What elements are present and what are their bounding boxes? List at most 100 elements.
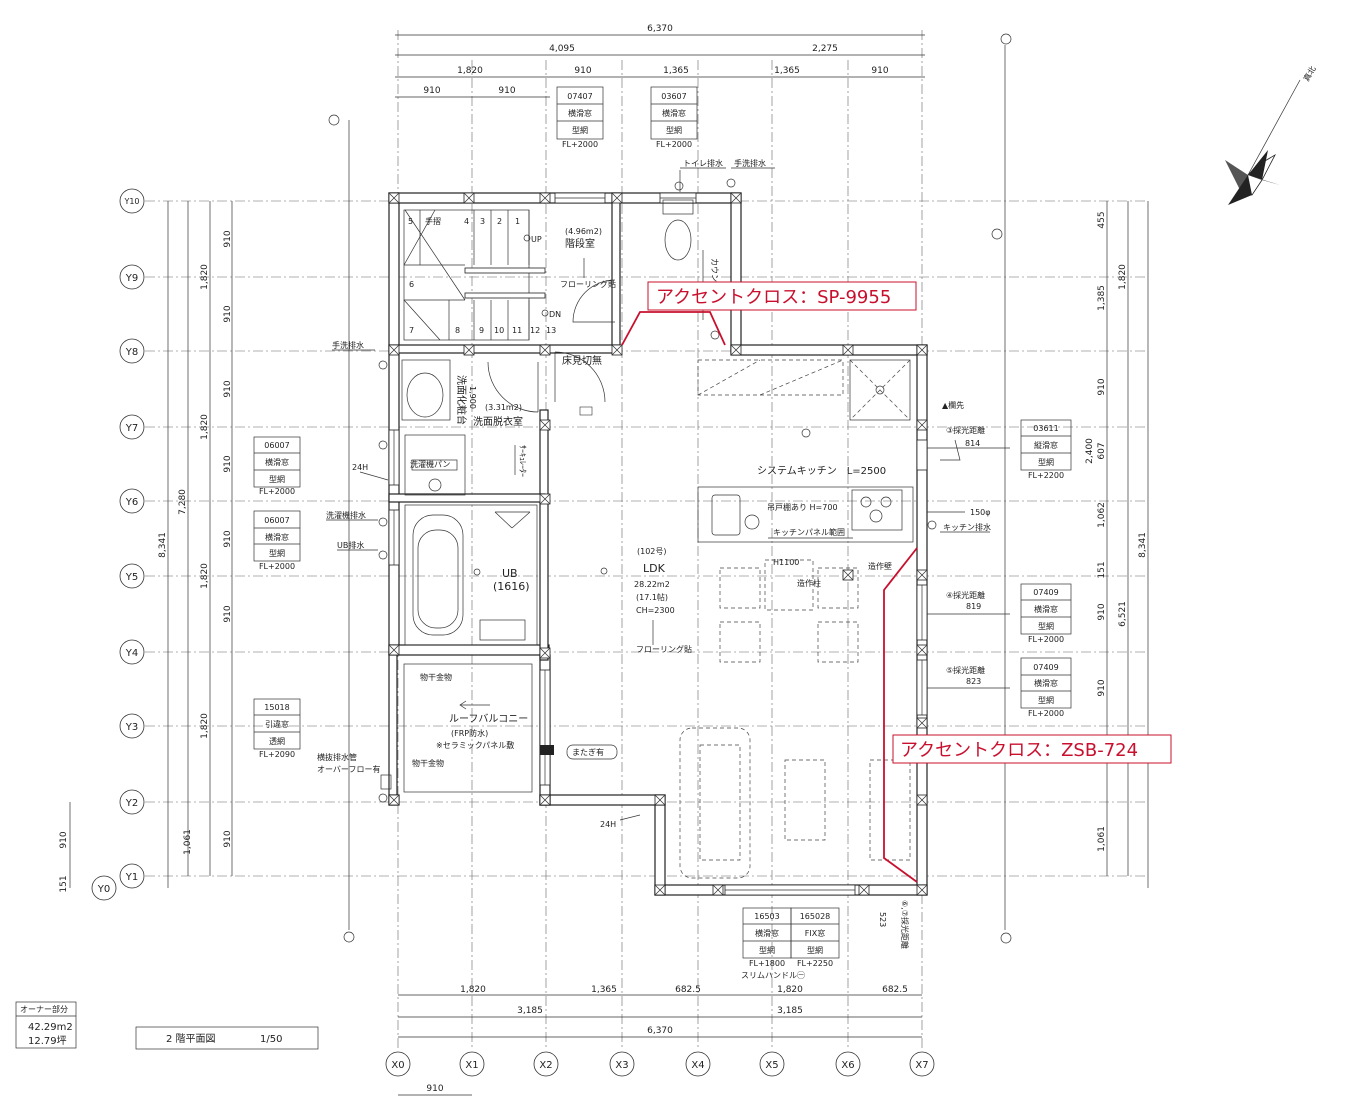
window-type: FIX窓	[805, 928, 825, 938]
grid-y10: Y10	[123, 197, 139, 206]
window-code: 06007	[264, 516, 289, 525]
window-type: 引違窓	[265, 719, 289, 729]
window-tag-07407: 07407 横滑窓 型網 FL+2000	[556, 86, 604, 149]
window-tag-07409-a: 07409 横滑窓 型網 FL+2000	[1020, 583, 1072, 644]
wall-counter-label: カウンター	[710, 258, 719, 298]
vent-24h-bottom: 24H	[600, 820, 616, 829]
window-fl: FL+1800	[749, 959, 785, 968]
dim-left-total-inner: 7,280	[178, 489, 188, 515]
dim-right-in5: 1,062	[1097, 502, 1107, 528]
grid-y1: Y1	[125, 872, 138, 883]
north-arrow-icon: 真北	[1225, 64, 1318, 205]
staircase: 手摺 4 3 2 1 5 6 7 8 9 10 11 12 13 UP DN (…	[403, 209, 616, 341]
grid-y4: Y4	[125, 648, 138, 659]
dim-bot-overall: 6,370	[647, 1026, 673, 1036]
grid-x3: X3	[615, 1060, 628, 1071]
window-code: 03607	[661, 92, 686, 101]
dim-bot-a4: 1,820	[777, 985, 803, 995]
kaiko-3-label: ③採光距離	[946, 425, 985, 435]
stair-step-3: 3	[480, 217, 485, 226]
dim-right-out2: 2,400	[1085, 438, 1095, 464]
stair-step-2: 2	[497, 217, 502, 226]
grid-y9: Y9	[125, 273, 138, 284]
ldk-floor-label: フローリング貼	[636, 644, 692, 654]
window-code: 165028	[800, 912, 831, 921]
stair-up-label: UP	[531, 235, 542, 244]
ldk-room-no: (102号)	[637, 547, 667, 556]
ub-label: UB	[502, 567, 518, 580]
kaiko-5-value: 823	[966, 677, 981, 686]
kitchen-drain-label: キッチン排水	[943, 522, 991, 532]
roof-balcony: 物干金物 物干金物 ルーフバルコニー (FRP防水) ※セラミックパネル敷 横抜…	[317, 663, 618, 793]
window-type: 横滑窓	[755, 928, 779, 938]
grid-y7: Y7	[125, 423, 138, 434]
stair-step-11: 11	[512, 326, 522, 335]
washing-machine-pan: 洗濯機パン	[410, 459, 450, 469]
tsuritodana-label: 吊戸棚あり H=700	[767, 502, 838, 512]
window-code: 07407	[567, 92, 592, 101]
grid-bubbles-x: X0 X1 X2 X3 X4 X5 X6 X7	[385, 1051, 935, 1077]
grid-y8: Y8	[125, 347, 138, 358]
dim-bot-a2: 1,365	[591, 985, 617, 995]
kaiko-5-label: ⑤採光距離	[946, 665, 985, 675]
vanity-width: 1,900	[468, 386, 477, 409]
dim-top-a: 4,095	[549, 44, 575, 54]
window-glass: 型網	[269, 548, 285, 558]
drawing-title: 2 階平面図	[166, 1033, 216, 1045]
accent-label-1: アクセントクロス：SP-9955	[647, 281, 917, 311]
area-tsubo: 12.79坪	[28, 1034, 67, 1047]
ldk-room: (102号) LDK 28.22m2 (17.1帖) CH=2300 フローリン…	[600, 547, 911, 879]
window-tag-165028: 165028 FIX窓 型網 FL+2250	[790, 907, 840, 968]
dim-legend-910: 910	[59, 831, 69, 848]
dim-bot-x0x1: 910	[426, 1084, 443, 1094]
hand-drain-top-label: 手洗排水	[734, 158, 766, 168]
reference-circles	[328, 33, 1012, 944]
window-glass: 型網	[572, 125, 588, 135]
window-glass: 型網	[666, 125, 682, 135]
dim-top-c2: 910	[574, 66, 591, 76]
dim-left-in1: 910	[223, 230, 233, 247]
dim-top-c3: 1,365	[663, 66, 689, 76]
vent-150-label: 150φ	[970, 508, 991, 517]
window-tag-16503: 16503 横滑窓 型網 FL+1800 スリムハンドル㊀	[741, 907, 805, 980]
right-dimensions: 455 1,385 910 607 1,062 151 910 910 1,06…	[1085, 201, 1149, 888]
window-tag-03611: 03611 縦滑窓 型網 FL+2200	[1020, 419, 1072, 480]
columns	[388, 192, 928, 896]
stair-step-4: 4	[464, 217, 469, 226]
dim-right-in3: 910	[1097, 378, 1107, 395]
window-type: 横滑窓	[662, 108, 686, 118]
overflow-label: オーバーフロー有	[317, 764, 380, 774]
dim-left-total: 8,341	[158, 532, 168, 558]
kaiko-67-label: ⑥,⑦採光距離	[900, 900, 910, 949]
window-type: 横滑窓	[1034, 678, 1058, 688]
stair-step-5: 5	[408, 217, 413, 226]
window-code: 06007	[264, 441, 289, 450]
accent-lines	[621, 311, 918, 883]
window-tag-06007-b: 06007 横滑窓 型網 FL+2000	[253, 510, 301, 571]
kaiko-4-label: ④採光距離	[946, 590, 985, 600]
left-dimensions: 910 910 910 910 910 910 910 1,820 1,820 …	[59, 201, 233, 893]
grid-y6: Y6	[125, 497, 138, 508]
window-fl: FL+2200	[1028, 471, 1064, 480]
kitchen-label: システムキッチン L=2500	[757, 465, 886, 477]
window-code: 15018	[264, 703, 289, 712]
accent-label-sp9955: アクセントクロス：SP-9955	[656, 287, 891, 308]
dim-left-in2: 910	[223, 305, 233, 322]
ub-drain-label: UB排水	[337, 540, 364, 550]
area-box: オーナー部分 42.29m2 12.79坪	[15, 1001, 77, 1049]
dim-right-out3: 6,521	[1118, 601, 1128, 627]
window-type: 横滑窓	[265, 457, 289, 467]
kaiko-67-value: 523	[878, 912, 887, 927]
dim-top-d1: 910	[423, 86, 440, 96]
window-type: 横滑窓	[568, 108, 592, 118]
dim-left-in6: 910	[223, 605, 233, 622]
grid-y0: Y0	[97, 884, 110, 895]
dim-legend-151: 151	[59, 875, 69, 892]
window-fl: FL+2000	[259, 562, 295, 571]
dim-left-out2: 1,820	[200, 414, 210, 440]
window-glass: 型網	[759, 945, 775, 955]
stair-room-area: (4.96m2)	[565, 227, 602, 236]
wall-openings	[388, 192, 928, 896]
window-glass: 型網	[1038, 457, 1054, 467]
window-tag-03607: 03607 横滑窓 型網 FL+2000	[650, 86, 698, 149]
